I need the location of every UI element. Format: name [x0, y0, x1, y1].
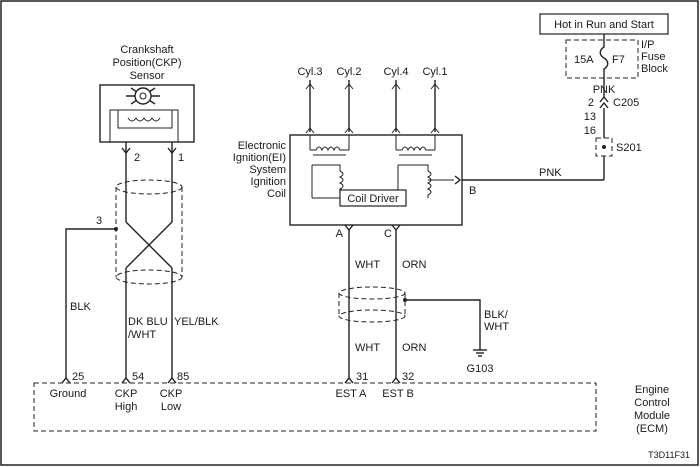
- ground-ref-label: G103: [467, 363, 494, 375]
- ckp-pin-right: 1: [178, 152, 184, 164]
- cylinder-label-4: Cyl.1: [422, 66, 447, 78]
- est-a-wire-top-label: WHT: [355, 259, 380, 271]
- ecm-pin-25-num: 25: [72, 371, 84, 383]
- ckp-shield: [115, 179, 183, 285]
- ecm-name-2: Control: [634, 397, 669, 409]
- ecm-pin-85-num: 85: [177, 371, 189, 383]
- c205-pin-bottom: 13: [584, 111, 596, 123]
- ckp-sensor-name-1: Crankshaft: [120, 44, 173, 56]
- crankshaft-reluctor-icon: [126, 87, 160, 105]
- ecm-pin-25-label: Ground: [50, 388, 87, 400]
- splice-pin: 16: [584, 125, 596, 137]
- ecm-pin-54-num: 54: [132, 371, 144, 383]
- c205-connector: [599, 95, 609, 109]
- coil-pin-a-connector: [344, 224, 354, 232]
- cylinder-label-1: Cyl.3: [297, 66, 322, 78]
- est-a-wire-bottom-label: WHT: [355, 342, 380, 354]
- coil-secondary-windings: [309, 135, 436, 156]
- fuse-id: F7: [612, 54, 625, 66]
- ecm-pin-54-label-2: High: [115, 401, 138, 413]
- coil-driver-box: [339, 189, 407, 207]
- ignition-coil-box: [289, 134, 463, 226]
- ecm-name-1: Engine: [635, 384, 669, 396]
- ckp-twist-2: [125, 221, 173, 269]
- fuse-rating: 15A: [574, 54, 594, 66]
- drain-wire-label-2: WHT: [484, 321, 509, 333]
- coil-name-5: Coil: [267, 188, 286, 200]
- coil-pin-c-connector: [391, 224, 401, 232]
- wire-pnk-b-label: PNK: [539, 167, 562, 179]
- ground-symbol: [473, 349, 487, 357]
- fuse-symbol: [599, 40, 609, 78]
- c205-pin-top: 2: [588, 97, 594, 109]
- ckp-sensor-name-2: Position(CKP): [112, 57, 181, 69]
- wire-pnk-top-label: PNK: [593, 84, 616, 96]
- power-label: Hot in Run and Start: [554, 19, 654, 31]
- ecm-pin-32-label: EST B: [382, 388, 414, 400]
- ecm-name-4: (ECM): [636, 423, 668, 435]
- ecm-pin-connectors: [61, 376, 401, 384]
- c205-name: C205: [613, 97, 639, 109]
- fuse-block-box: [565, 39, 639, 79]
- ckp-shield-ground-wire: [65, 228, 116, 378]
- ecm-pin-31-num: 31: [356, 371, 368, 383]
- ckp-sensor-name-3: Sensor: [130, 70, 165, 82]
- cylinder-label-3: Cyl.4: [383, 66, 408, 78]
- coil-name-1: Electronic: [238, 140, 287, 152]
- ecm-pin-85-label-2: Low: [161, 401, 181, 413]
- wire-ckp-low-label: YEL/BLK: [174, 316, 219, 328]
- ckp-sensor-body: [99, 84, 195, 143]
- wire-ckp-high-label-2: /WHT: [128, 329, 156, 341]
- splice-name: S201: [616, 142, 642, 154]
- coil-pin-a: A: [336, 228, 344, 240]
- fuse-block-name-3: Block: [641, 63, 668, 75]
- cylinder-label-2: Cyl.2: [336, 66, 361, 78]
- ecm-box: [33, 382, 597, 432]
- ecm-pin-32-num: 32: [402, 371, 414, 383]
- ckp-pickup-coil: [109, 109, 179, 142]
- figure-code: T3D11F31: [648, 450, 690, 460]
- est-shield-drain-wire: [405, 299, 481, 350]
- coil-pin-c: C: [384, 228, 392, 240]
- est-shield: [338, 286, 406, 323]
- wire-blk-label: BLK: [70, 301, 91, 313]
- est-b-wire-top-label: ORN: [402, 259, 427, 271]
- ckp-pickup-winding: [127, 117, 161, 122]
- coil-name-4: Ignition: [251, 176, 286, 188]
- ecm-pin-54-label-1: CKP: [115, 388, 138, 400]
- coil-pin-b: B: [469, 185, 476, 197]
- coil-name-2: Ignition(EI): [233, 152, 286, 164]
- wire-ckp-high-label-1: DK BLU: [128, 316, 168, 328]
- est-b-wire-bottom-label: ORN: [402, 342, 427, 354]
- ckp-shield-ground-pin: 3: [96, 215, 102, 227]
- spark-plug-leads: [305, 80, 440, 134]
- fuse-block-name-2: Fuse: [641, 51, 665, 63]
- ecm-name-3: Module: [634, 410, 670, 422]
- ckp-pin-left: 2: [134, 152, 140, 164]
- splice-s201-dot: [602, 145, 606, 149]
- fuse-block-name-1: I/P: [641, 39, 654, 51]
- ecm-pin-85-label-1: CKP: [160, 388, 183, 400]
- coil-pin-b-connector: [454, 175, 462, 185]
- coil-name-3: System: [249, 164, 286, 176]
- ecm-pin-31-label: EST A: [336, 388, 368, 400]
- coil-driver-label: Coil Driver: [347, 193, 399, 205]
- drain-wire-label-1: BLK/: [484, 309, 509, 321]
